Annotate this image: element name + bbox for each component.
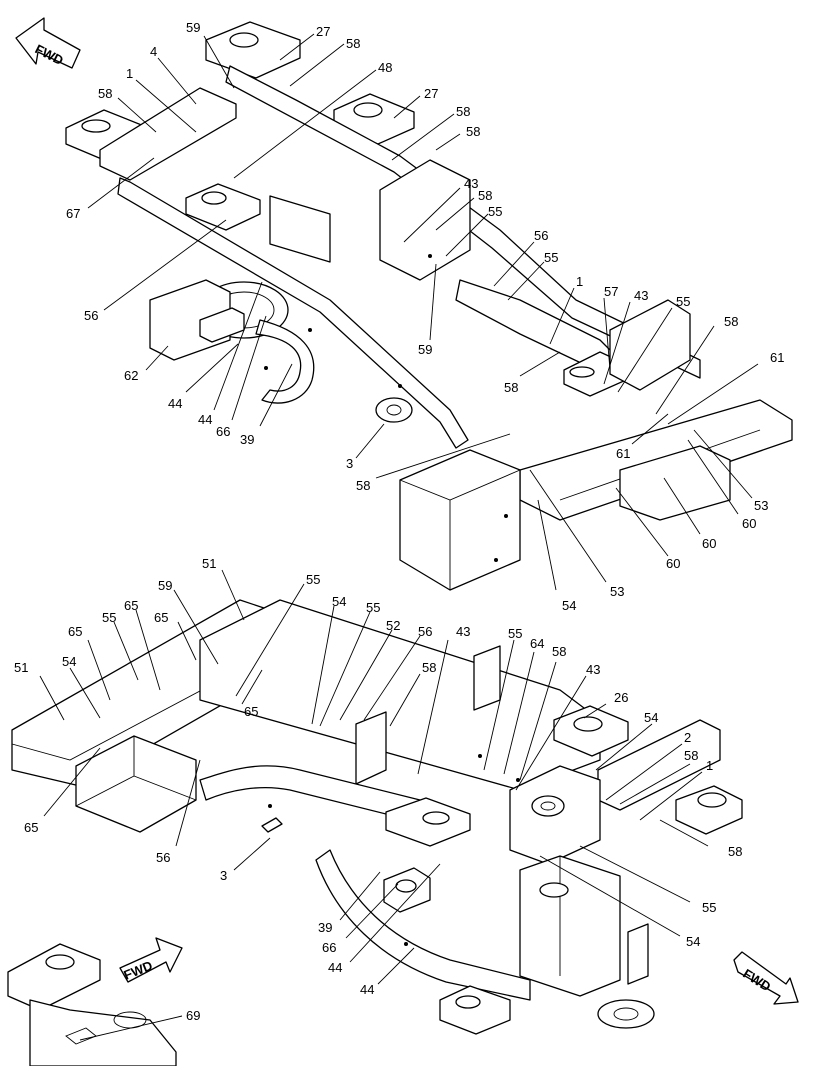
callout-label: 51 bbox=[14, 660, 28, 675]
callout-label: 67 bbox=[66, 206, 80, 221]
callout-label: 39 bbox=[318, 920, 332, 935]
callout-label: 58 bbox=[504, 380, 518, 395]
callout-label: 51 bbox=[202, 556, 216, 571]
callout-label: 65 bbox=[68, 624, 82, 639]
callout-label: 65 bbox=[124, 598, 138, 613]
callout-label: 54 bbox=[686, 934, 700, 949]
upper-frame-top-view bbox=[65, 21, 793, 591]
callout-label: 55 bbox=[366, 600, 380, 615]
callout-label: 62 bbox=[124, 368, 138, 383]
callout-label: 65 bbox=[154, 610, 168, 625]
callout-label: 54 bbox=[62, 654, 76, 669]
callout-label: 54 bbox=[562, 598, 576, 613]
callout-label: 26 bbox=[614, 690, 628, 705]
callout-label: 60 bbox=[742, 516, 756, 531]
callout-label: 55 bbox=[544, 250, 558, 265]
callout-label: 55 bbox=[488, 204, 502, 219]
callout-label: 61 bbox=[770, 350, 784, 365]
callout-label: 52 bbox=[386, 618, 400, 633]
callout-label: 65 bbox=[24, 820, 38, 835]
callout-label: 43 bbox=[464, 176, 478, 191]
callout-label: 44 bbox=[360, 982, 374, 997]
callout-label: 44 bbox=[198, 412, 212, 427]
callout-label: 58 bbox=[724, 314, 738, 329]
callout-label: 55 bbox=[702, 900, 716, 915]
callout-label: 54 bbox=[644, 710, 658, 725]
callout-label: 3 bbox=[220, 868, 227, 883]
callout-label: 2 bbox=[684, 730, 691, 745]
callout-label: 58 bbox=[728, 844, 742, 859]
callout-label: 58 bbox=[478, 188, 492, 203]
callout-label: 58 bbox=[346, 36, 360, 51]
callout-label: 43 bbox=[634, 288, 648, 303]
callout-label: 56 bbox=[534, 228, 548, 243]
callout-label: 55 bbox=[306, 572, 320, 587]
upper-frame-bottom-view bbox=[11, 599, 743, 1035]
callout-label: 66 bbox=[322, 940, 336, 955]
callout-label: 58 bbox=[422, 660, 436, 675]
fwd-label-bottom-left: FWD bbox=[122, 958, 155, 983]
callout-label: 27 bbox=[316, 24, 330, 39]
fwd-arrow-bottom-right: FWD bbox=[733, 951, 799, 1005]
callout-label: 58 bbox=[684, 748, 698, 763]
callout-label: 59 bbox=[418, 342, 432, 357]
callout-label: 60 bbox=[666, 556, 680, 571]
callout-label: 44 bbox=[168, 396, 182, 411]
callout-label: 1 bbox=[576, 274, 583, 289]
detail-inset bbox=[7, 943, 177, 1066]
callout-label: 59 bbox=[158, 578, 172, 593]
callout-label: 43 bbox=[456, 624, 470, 639]
callout-label: 4 bbox=[150, 44, 157, 59]
callout-label: 53 bbox=[754, 498, 768, 513]
callout-label: 56 bbox=[418, 624, 432, 639]
fwd-arrow-top: FWD bbox=[15, 17, 81, 69]
callout-label: 53 bbox=[610, 584, 624, 599]
callout-label: 57 bbox=[604, 284, 618, 299]
callout-label: 55 bbox=[508, 626, 522, 641]
callout-label: 55 bbox=[102, 610, 116, 625]
callout-label: 66 bbox=[216, 424, 230, 439]
callout-label: 65 bbox=[244, 704, 258, 719]
callout-label: 1 bbox=[126, 66, 133, 81]
callout-label: 58 bbox=[552, 644, 566, 659]
callout-label: 58 bbox=[466, 124, 480, 139]
callout-label: 27 bbox=[424, 86, 438, 101]
callout-label: 58 bbox=[356, 478, 370, 493]
callout-label: 39 bbox=[240, 432, 254, 447]
leader-lines bbox=[39, 33, 759, 1041]
callout-label: 56 bbox=[156, 850, 170, 865]
fwd-arrow-bottom-left: FWD bbox=[119, 937, 183, 983]
callout-label: 54 bbox=[332, 594, 346, 609]
callout-label: 56 bbox=[84, 308, 98, 323]
callout-label: 60 bbox=[702, 536, 716, 551]
callout-label: 61 bbox=[616, 446, 630, 461]
callout-label: 58 bbox=[98, 86, 112, 101]
callout-label: 48 bbox=[378, 60, 392, 75]
callout-label: 64 bbox=[530, 636, 544, 651]
callout-label: 44 bbox=[328, 960, 342, 975]
callout-label: 43 bbox=[586, 662, 600, 677]
callout-label: 1 bbox=[706, 758, 713, 773]
callouts-top-assembly: 59 27 58 4 48 1 27 58 58 58 43 58 55 67 … bbox=[66, 20, 784, 613]
callout-label: 59 bbox=[186, 20, 200, 35]
callout-label: 55 bbox=[676, 294, 690, 309]
callout-label: 3 bbox=[346, 456, 353, 471]
callout-label: 69 bbox=[186, 1008, 200, 1023]
callouts-bottom-assembly: 51 55 59 54 55 65 55 65 52 56 43 65 55 6… bbox=[14, 556, 742, 1023]
callout-label: 58 bbox=[456, 104, 470, 119]
